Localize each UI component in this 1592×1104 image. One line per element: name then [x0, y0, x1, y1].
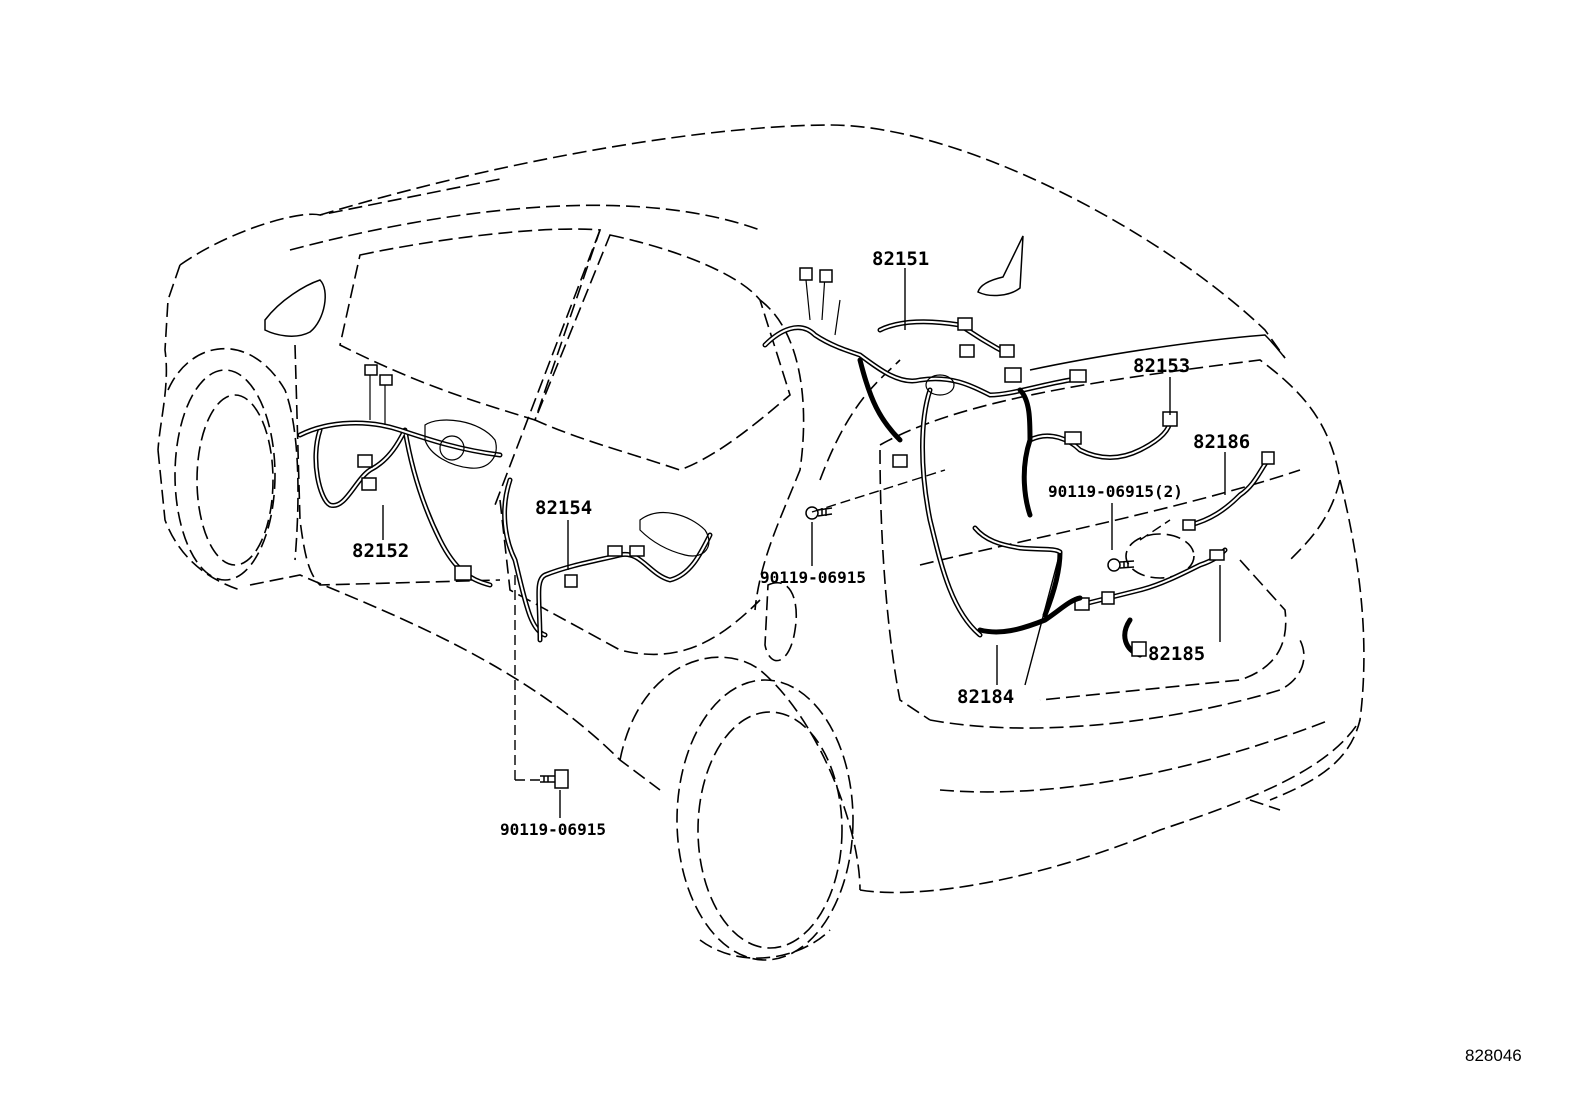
label-82154: 82154: [535, 497, 592, 519]
rear-door-outline: [499, 499, 761, 656]
back-door-outline: [879, 359, 1341, 561]
rear-wheel-arch: [619, 656, 861, 891]
harness-82185: [1074, 547, 1228, 658]
harness-82153: [1017, 387, 1178, 518]
front-door-outline: [294, 344, 501, 586]
label-82151: 82151: [872, 248, 929, 270]
figure-reference: 828046: [1465, 1046, 1522, 1065]
bolt-center-icon: [805, 506, 833, 520]
harness-82152: [297, 364, 503, 588]
front-window: [339, 228, 602, 421]
roof-antenna: [977, 235, 1024, 297]
rear-bumper: [859, 719, 1361, 894]
rear-wheel: [676, 679, 854, 961]
label-82186: 82186: [1193, 431, 1250, 453]
roof-outline: [319, 124, 1286, 359]
rear-window: [533, 234, 791, 471]
harness-82154: [502, 477, 713, 643]
fuel-lid: [764, 582, 798, 662]
label-bolt-center: 90119-06915: [760, 568, 866, 587]
bolt-lower-icon: [540, 769, 569, 789]
rear-emblem: [1125, 533, 1195, 579]
label-bolt-lower: 90119-06915: [500, 820, 606, 839]
label-82184: 82184: [957, 686, 1014, 708]
leader-lines: [382, 268, 1226, 818]
label-bolt-rear: 90119-06915(2): [1048, 482, 1183, 501]
front-wheel-arch: [167, 347, 299, 561]
car-body-outline: [157, 124, 1365, 961]
label-82185: 82185: [1148, 643, 1205, 665]
part-labels: 82151 82152 82153 82154 82184 82185 8218…: [352, 248, 1522, 1065]
label-82153: 82153: [1133, 355, 1190, 377]
harness-82186: [1182, 451, 1275, 531]
label-82152: 82152: [352, 540, 409, 562]
bolt-rear-icon: [1107, 558, 1135, 572]
hood-outline: [179, 177, 506, 266]
harness-82151: [762, 267, 1087, 638]
side-mirror: [264, 279, 326, 337]
front-wheel: [174, 369, 276, 581]
harness-82184: [972, 525, 1083, 635]
